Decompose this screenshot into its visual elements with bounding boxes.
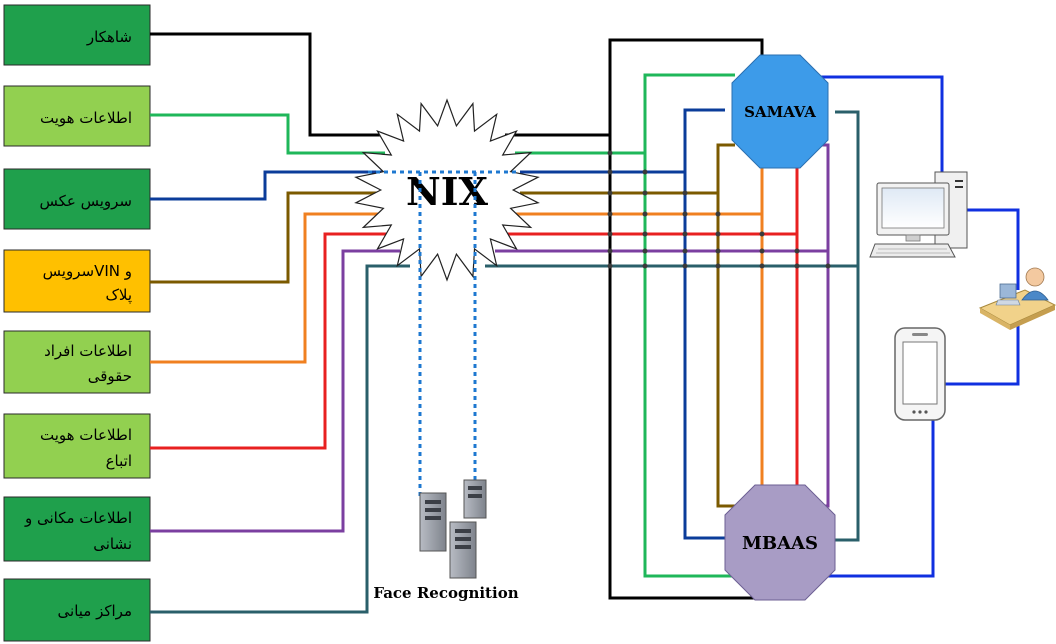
server-icon: [419, 492, 447, 552]
link-id-info: [150, 113, 385, 155]
svg-text:اطلاعات افراد: اطلاعات افراد: [44, 342, 132, 360]
service-box-photo: سرویس عکس: [3, 168, 151, 230]
service-label-location-1: اطلاعات مکانی و: [24, 509, 132, 527]
service-label-shahkar: شاهکار: [86, 28, 132, 46]
svg-text:حقوقی: حقوقی: [88, 367, 132, 385]
server-cluster-icon: [419, 479, 487, 579]
svg-text:شاهکار: شاهکار: [86, 28, 132, 46]
samava-label: SAMAVA: [744, 103, 816, 121]
svg-text:اطلاعات هویت: اطلاعات هویت: [40, 109, 132, 127]
backbone-links: [485, 133, 858, 268]
mbaas-node: MBAAS: [724, 484, 836, 601]
service-boxes: شاهکار اطلاعات هویت سرویس عکس سرویسVIN و…: [3, 4, 151, 642]
svg-text:سرویسVIN و: سرویسVIN و: [43, 262, 132, 280]
service-box-id-info: اطلاعات هویت: [3, 85, 151, 147]
service-label-photo: سرویس عکس: [39, 192, 132, 210]
svg-text:مراکز میانی: مراکز میانی: [58, 602, 132, 620]
service-box-intermediary: مراکز میانی: [3, 578, 151, 642]
svg-text:سرویس عکس: سرویس عکس: [39, 192, 132, 210]
service-box-vin: سرویسVIN و پلاک: [3, 249, 151, 313]
link-legal: [150, 212, 385, 364]
desktop-computer-icon: [869, 171, 968, 258]
service-label-vin-2: پلاک: [105, 286, 132, 305]
svg-text:پلاک: پلاک: [105, 286, 132, 305]
service-links: [150, 32, 410, 614]
client-links: [820, 75, 1020, 578]
mobile-phone-icon: [894, 327, 946, 421]
service-label-location-2: نشانی: [93, 535, 132, 553]
vertical-blue: [683, 108, 725, 540]
service-box-location: اطلاعات مکانی و نشانی: [3, 496, 151, 562]
service-box-shahkar: شاهکار: [3, 4, 151, 66]
link-location: [150, 249, 400, 533]
svg-text:اتباع: اتباع: [106, 452, 132, 470]
vertical-green: [643, 73, 740, 578]
link-photo: [150, 170, 385, 201]
service-label-legal-1: اطلاعات افراد: [44, 342, 132, 360]
svg-text:اطلاعات هویت: اطلاعات هویت: [40, 426, 132, 444]
nix-hub: NIX: [354, 98, 540, 282]
vertical-teal: [833, 110, 860, 542]
svg-text:نشانی: نشانی: [93, 535, 132, 553]
user-workstation-icon: [978, 267, 1056, 330]
server-icon: [449, 521, 477, 579]
service-label-id-info: اطلاعات هویت: [40, 109, 132, 127]
vertical-purple: [812, 143, 830, 508]
service-label-vin-1: سرویسVIN و: [43, 262, 132, 280]
service-label-legal-2: حقوقی: [88, 367, 132, 385]
samava-node: SAMAVA: [731, 54, 829, 169]
svg-text:MBAAS: MBAAS: [742, 533, 818, 554]
svg-text:SAMAVA: SAMAVA: [744, 103, 816, 121]
svg-text:Face Recognition: Face Recognition: [373, 584, 518, 602]
face-recognition-label: Face Recognition: [373, 584, 518, 602]
face-recognition-link: [368, 170, 520, 500]
service-label-foreign-1: اطلاعات هویت: [40, 426, 132, 444]
svg-text:اطلاعات مکانی و: اطلاعات مکانی و: [24, 509, 132, 527]
link-vin: [150, 191, 385, 284]
junction-dots: [607, 150, 831, 269]
service-box-foreign: اطلاعات هویت اتباع: [3, 413, 151, 479]
server-icon: [463, 479, 487, 519]
link-shahkar: [150, 32, 385, 137]
mbaas-label: MBAAS: [742, 533, 818, 554]
link-intermediary: [150, 264, 410, 614]
link-foreign: [150, 232, 390, 450]
service-box-legal: اطلاعات افراد حقوقی: [3, 330, 151, 394]
service-label-foreign-2: اتباع: [106, 452, 132, 470]
service-label-intermediary: مراکز میانی: [58, 602, 132, 620]
vertical-brown: [716, 143, 740, 508]
